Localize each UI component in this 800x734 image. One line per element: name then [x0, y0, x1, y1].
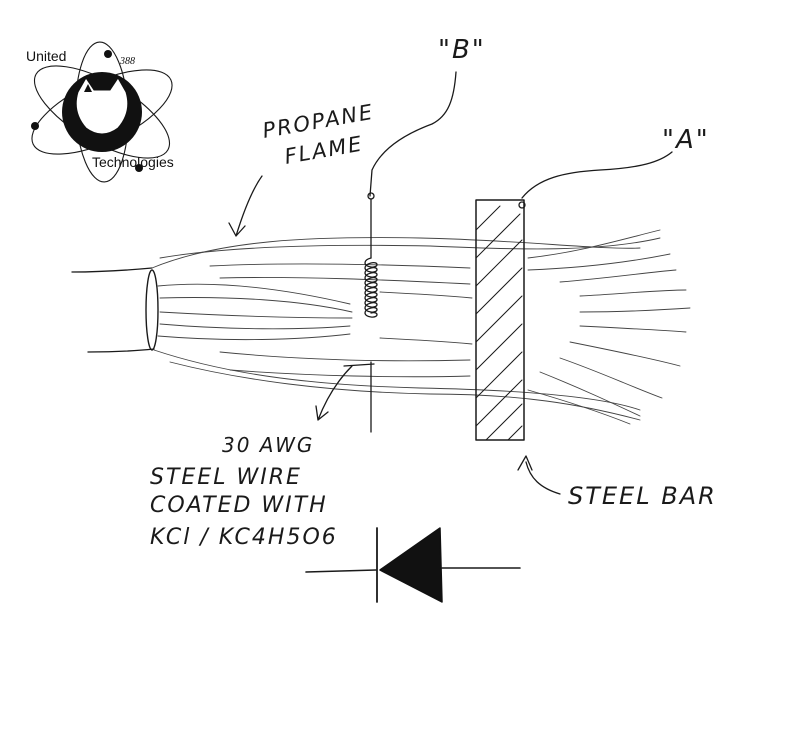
flame-streak [527, 253, 671, 271]
company-logo: Neko 388 United Technologies [26, 41, 174, 183]
steel-wire [343, 198, 378, 433]
wire-coil [364, 257, 378, 318]
torch-nozzle [145, 269, 159, 351]
label-steel-bar: STEEL BAR [568, 482, 717, 510]
flame-streak [219, 277, 471, 285]
lead-b-terminal [367, 192, 375, 200]
flame-streak [157, 283, 351, 305]
logo-electron [135, 164, 143, 172]
diode-symbol [305, 527, 521, 603]
flame-streak [159, 311, 353, 319]
arrow-propane [228, 175, 263, 237]
torch-bottom-edge [87, 348, 155, 353]
logo-top-text: United [26, 48, 66, 64]
logo-cat-ear [84, 84, 92, 92]
logo-bottom-text: Technologies [92, 154, 174, 170]
label-wire-coating: COATED WITH [150, 493, 328, 518]
logo-electron [31, 122, 39, 130]
wire-tick [343, 363, 375, 367]
flame-streak [219, 351, 471, 362]
steel-bar-hatching [475, 205, 523, 441]
arrow-wire [315, 365, 353, 421]
logo-number: 388 [119, 56, 135, 67]
lead-a [521, 151, 673, 199]
flame-streak [151, 237, 641, 269]
flame-streak [559, 357, 663, 399]
flame-streak [379, 291, 473, 299]
flame-streak [579, 325, 687, 333]
flame-streak [159, 297, 353, 313]
flame-streak [229, 369, 471, 378]
flame-streak [527, 389, 631, 425]
flame-streak [539, 371, 641, 417]
diode-lead-left [305, 569, 377, 573]
flame-streak [153, 349, 641, 411]
logo-electron [104, 50, 112, 58]
propane-flame [71, 229, 691, 425]
label-b: "B" [438, 35, 486, 65]
flame-streak [579, 307, 691, 313]
arrow-steel-bar [517, 455, 561, 495]
label-wire-chemicals: KCl / KC4H5O6 [150, 525, 338, 550]
flame-streak [527, 229, 661, 259]
torch-top-edge [71, 267, 153, 273]
lead-b [369, 71, 457, 197]
diode-triangle [379, 527, 443, 603]
label-wire-gauge: 30 AWG [222, 433, 314, 457]
steel-bar [475, 199, 525, 441]
flame-streak [157, 333, 351, 341]
flame-streak [559, 269, 677, 283]
flame-streak [169, 361, 641, 421]
lead-a-terminal [518, 201, 526, 209]
flame-streak [209, 263, 471, 269]
flame-streak [379, 337, 473, 345]
flame-streak [569, 341, 681, 367]
label-wire-material: STEEL WIRE [150, 465, 302, 490]
label-a: "A" [662, 125, 710, 155]
steel-bar-outline [475, 199, 525, 441]
flame-streak [159, 237, 661, 259]
flame-streak [159, 323, 351, 330]
flame-streak [579, 289, 687, 297]
